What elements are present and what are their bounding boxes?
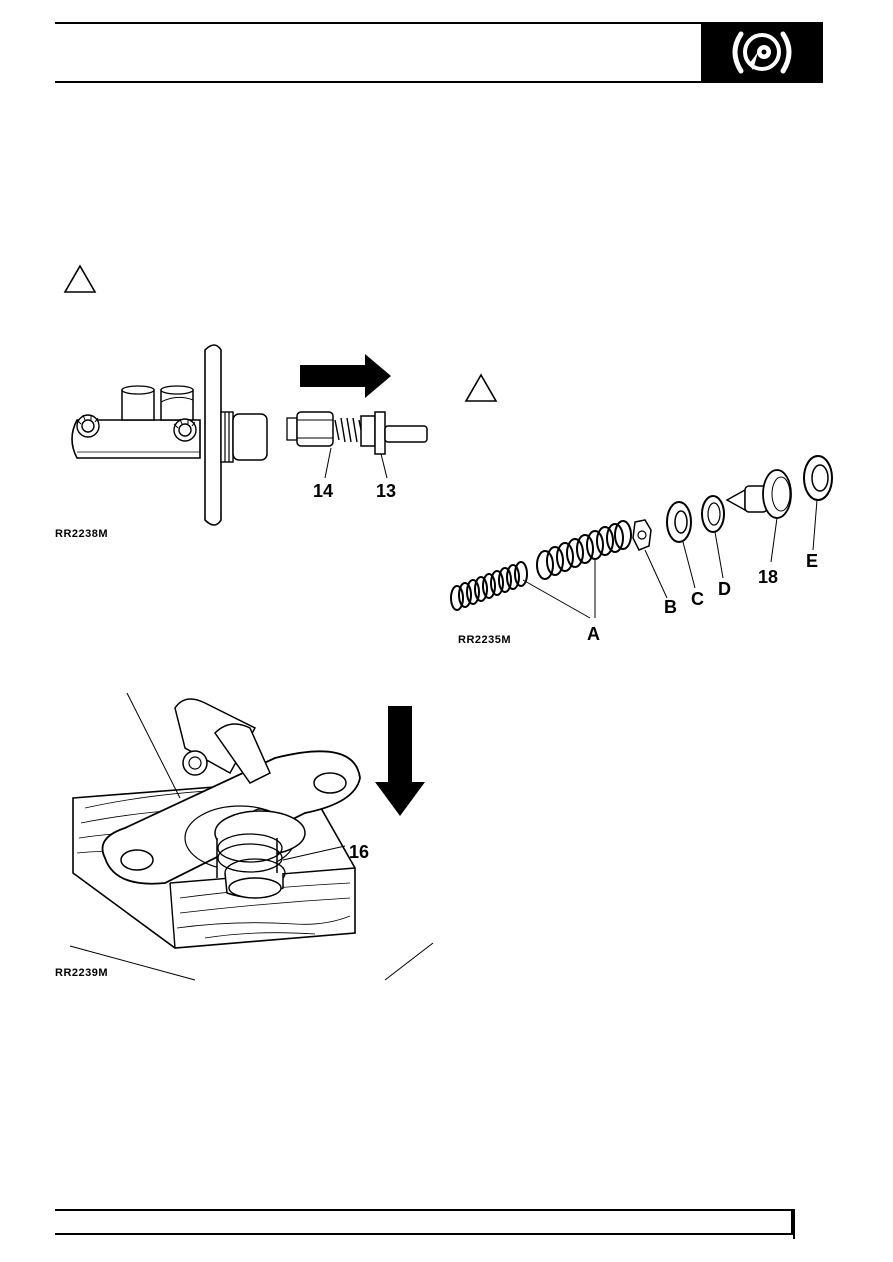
figure-rr2235m-illustration: [450, 455, 833, 619]
header-bottom-rule: [55, 81, 823, 83]
callout-13: 13: [376, 481, 397, 501]
header-top-rule: [55, 22, 823, 24]
callout-14: 14: [313, 481, 334, 501]
callout-16: 16: [349, 842, 370, 862]
callout-e: E: [806, 551, 819, 571]
footer-side-rule: [793, 1209, 795, 1239]
callout-b: B: [664, 597, 677, 617]
callout-18: 18: [758, 567, 779, 587]
section-icon-box: [701, 22, 823, 83]
callout-c: C: [691, 589, 704, 609]
footer-bar: [55, 1209, 793, 1235]
warning-triangle-icon: [464, 373, 498, 402]
figure-rr2238m-illustration: [71, 344, 428, 526]
figure-id-rr2238m: RR2238M: [55, 528, 109, 540]
warning-triangle-icon: [63, 264, 97, 293]
callout-a: A: [587, 624, 600, 644]
callout-d: D: [718, 579, 731, 599]
brake-disc-icon: [732, 31, 792, 74]
figure-rr2239m-illustration: [69, 692, 434, 981]
figure-id-rr2239m: RR2239M: [55, 967, 109, 979]
figure-id-rr2235m: RR2235M: [458, 634, 512, 646]
